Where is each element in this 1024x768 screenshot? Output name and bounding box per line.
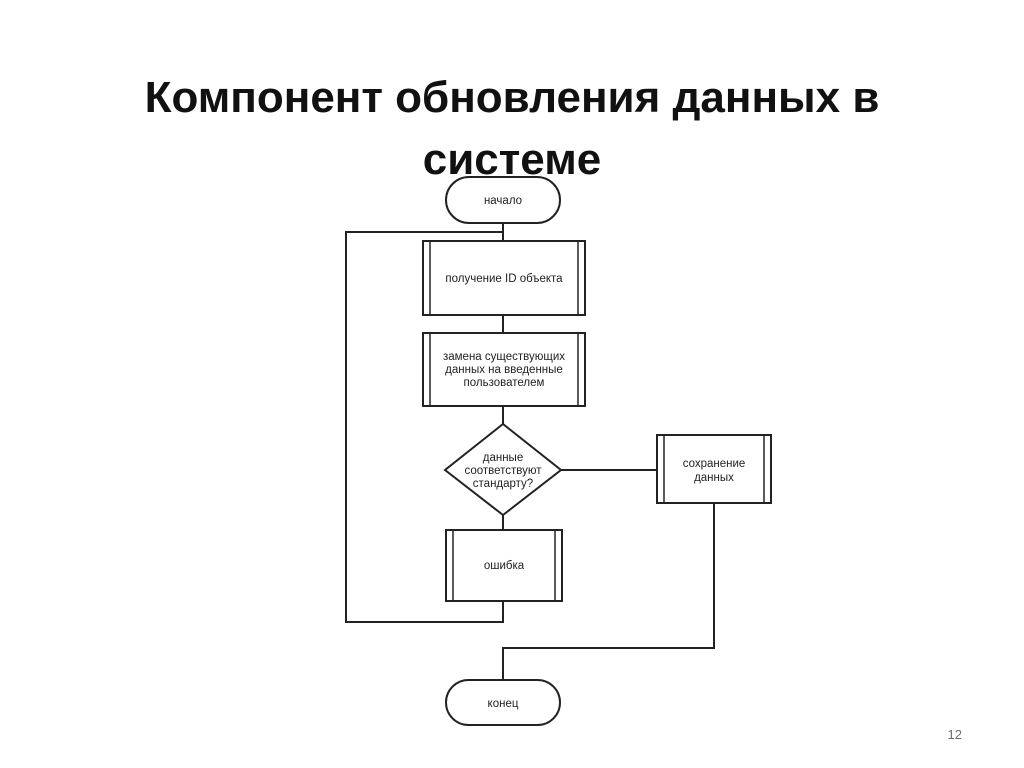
- end-terminator: конец: [445, 679, 561, 726]
- decision-label-line-2: соответствуют: [464, 465, 542, 477]
- decision-data-valid: данные соответствуют стандарту?: [443, 422, 563, 517]
- process-save-label-line-1: сохранение: [683, 458, 746, 470]
- process-replace-label-line-3: пользователем: [464, 377, 545, 389]
- process-error-label: ошибка: [484, 560, 525, 572]
- start-terminator: начало: [445, 176, 561, 224]
- end-label: конец: [488, 698, 519, 710]
- page-number: 12: [947, 727, 962, 742]
- process-save-data: сохранение данных: [656, 434, 772, 504]
- decision-label-line-1: данные: [483, 452, 523, 464]
- process-replace-data: замена существующих данных на введенные …: [422, 332, 586, 407]
- decision-label-line-3: стандарту?: [473, 478, 533, 490]
- connector-save-to-end: [502, 503, 715, 680]
- process-replace-label-line-2: данных на введенные: [445, 364, 563, 376]
- connector-error-loop-back: [345, 231, 504, 623]
- flowchart-connectors: [345, 223, 715, 680]
- process-get-id-label: получение ID объекта: [445, 273, 563, 285]
- slide-title: Компонент обновления данных в системе: [0, 67, 1024, 191]
- process-save-label-line-2: данных: [694, 472, 734, 484]
- process-error: ошибка: [445, 529, 563, 602]
- slide-title-line-1: Компонент обновления данных в: [144, 73, 880, 123]
- process-get-id: получение ID объекта: [422, 240, 586, 316]
- start-label: начало: [484, 195, 522, 207]
- process-replace-label-line-1: замена существующих: [443, 351, 565, 363]
